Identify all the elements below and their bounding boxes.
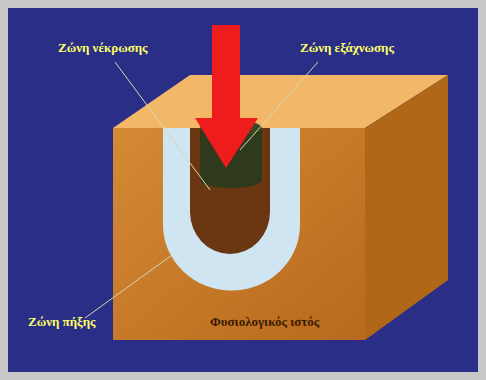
tissue-label: Φυσιολογικός ιστός [210, 314, 319, 330]
zone-label: Ζώνη πήξης [28, 314, 96, 330]
block-front-face [113, 128, 365, 340]
zone-label: Ζώνη νέκρωσης [58, 40, 148, 56]
leader-line [240, 62, 318, 150]
energy-arrow [195, 25, 258, 168]
block-side-face [365, 75, 448, 340]
zone-label: Ζώνη εξάχνωσης [300, 40, 394, 56]
leader-line [115, 62, 210, 190]
leader-line [85, 255, 172, 318]
